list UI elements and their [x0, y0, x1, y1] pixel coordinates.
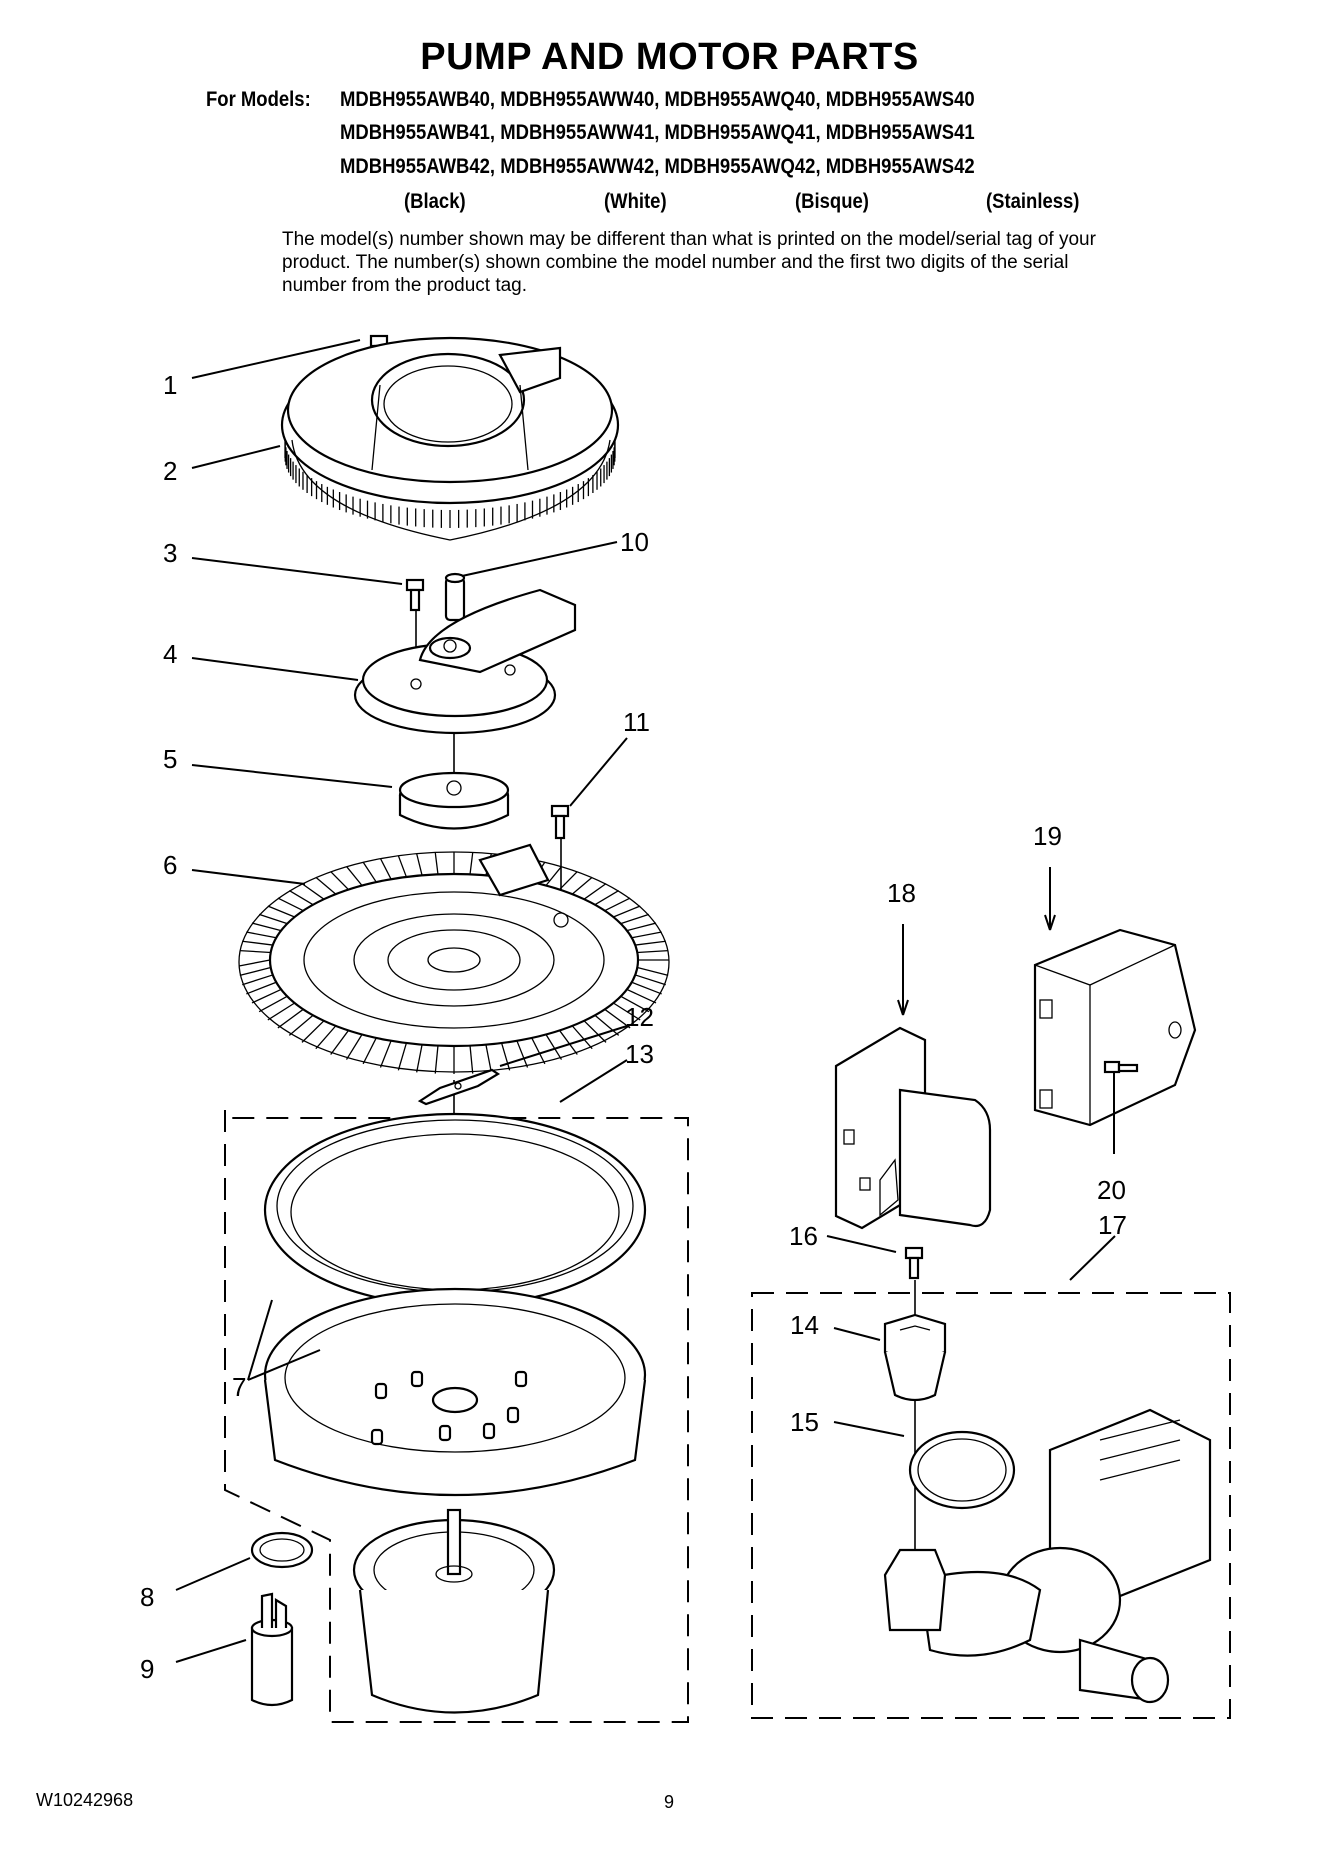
- part-5-impeller: [398, 771, 510, 830]
- callout-14: 14: [790, 1310, 819, 1340]
- callout-5: 5: [163, 744, 177, 774]
- part-11-screw: [550, 804, 570, 840]
- callout-17: 17: [1098, 1210, 1127, 1240]
- callout-19: 19: [1033, 821, 1062, 851]
- part-19-cover: [1033, 928, 1197, 1127]
- part-16-screw: [904, 1246, 924, 1280]
- callout-11: 11: [623, 707, 650, 737]
- part-17-dashed-group: [751, 1292, 1231, 1719]
- part-9-sensor: [250, 1592, 294, 1707]
- part-4-diverter-housing: [353, 588, 577, 735]
- page-title: PUMP AND MOTOR PARTS: [420, 36, 919, 78]
- callout-3: 3: [163, 538, 177, 568]
- callout-8: 8: [140, 1582, 154, 1612]
- drain-pump: [883, 1408, 1212, 1704]
- document-number: W10242968: [36, 1790, 134, 1810]
- part-13-dashed-group: [224, 1110, 689, 1723]
- part-7-sump-seal: [263, 1112, 647, 1497]
- models-line-1: MDBH955AWB40, MDBH955AWW40, MDBH955AWQ40…: [340, 88, 975, 111]
- color-black: (Black): [404, 190, 466, 213]
- callout-13: 13: [625, 1039, 654, 1069]
- callout-1: 1: [163, 370, 177, 400]
- callout-18: 18: [887, 878, 916, 908]
- model-disclaimer: The model(s) number shown may be differe…: [282, 229, 1096, 296]
- part-12-gasket: [417, 1068, 501, 1106]
- part-3-screw: [405, 578, 425, 612]
- callout-20: 20: [1097, 1175, 1126, 1205]
- part-15-o-ring: [908, 1430, 1016, 1510]
- callout-6: 6: [163, 850, 177, 880]
- motor: [352, 1508, 556, 1714]
- color-bisque: (Bisque): [795, 190, 869, 213]
- part-14-adapter: [883, 1313, 947, 1402]
- part-2-filter-housing: [280, 336, 620, 541]
- color-stainless: (Stainless): [986, 190, 1080, 213]
- callout-12: 12: [625, 1002, 654, 1032]
- models-prefix: For Models:: [206, 88, 311, 111]
- callout-2: 2: [163, 456, 177, 486]
- models-line-3: MDBH955AWB42, MDBH955AWW42, MDBH955AWQ42…: [340, 155, 975, 178]
- callout-15: 15: [790, 1407, 819, 1437]
- callout-10: 10: [620, 527, 649, 557]
- models-line-2: MDBH955AWB41, MDBH955AWW41, MDBH955AWQ41…: [340, 121, 975, 144]
- part-6-pump-housing: [238, 843, 670, 1074]
- callout-7: 7: [232, 1372, 246, 1402]
- page-number: 9: [664, 1792, 675, 1812]
- part-18-bracket: [834, 1026, 992, 1230]
- callout-4: 4: [163, 639, 177, 669]
- part-10-pin: [444, 572, 466, 622]
- part-20-screw: [1103, 1060, 1139, 1074]
- part-8-o-ring: [250, 1531, 314, 1569]
- color-white: (White): [604, 190, 667, 213]
- callout-16: 16: [789, 1221, 818, 1251]
- callout-9: 9: [140, 1654, 154, 1684]
